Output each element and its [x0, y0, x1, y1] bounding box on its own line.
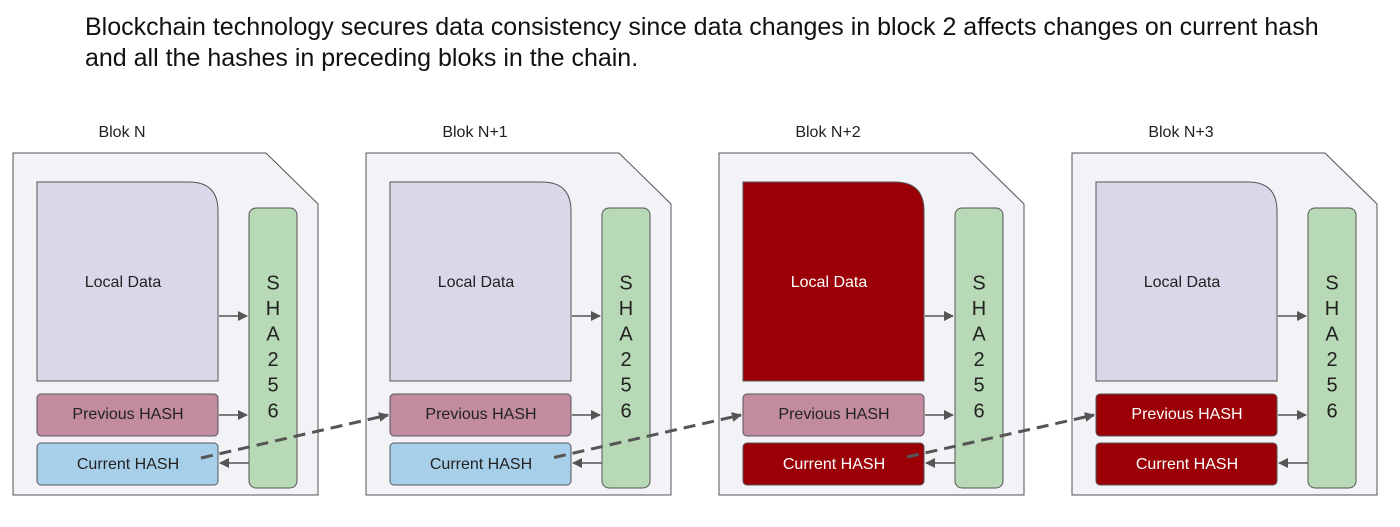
sha256-char: 5 [267, 375, 278, 397]
sha256-char: 2 [1326, 349, 1337, 371]
local-data-box [1095, 181, 1278, 382]
hash-link-arrow-2 [906, 412, 1095, 459]
sha256-char: 6 [267, 400, 278, 422]
sha256-char: S [1325, 272, 1338, 294]
sha256-char: S [266, 272, 279, 294]
sha256-char: 5 [973, 375, 984, 397]
sha256-char: 6 [973, 400, 984, 422]
local-data-box [389, 181, 572, 382]
block-title: Blok N [98, 124, 145, 141]
sha256-char: S [972, 272, 985, 294]
previous-hash-label: Previous HASH [425, 406, 536, 423]
caption: Blockchain technology secures data consi… [85, 13, 1319, 72]
hash-link-arrow-0 [200, 412, 389, 460]
local-data-box [36, 181, 219, 382]
sha256-char: 2 [973, 349, 984, 371]
sha256-char: A [619, 323, 633, 345]
sha256-char: 2 [620, 349, 631, 371]
previous-hash-label: Previous HASH [1131, 406, 1242, 423]
previous-hash-box [742, 393, 925, 437]
local-data-label: Local Data [85, 274, 162, 291]
current-hash-box [36, 442, 219, 486]
sha256-char: A [972, 323, 986, 345]
current-hash-label: Current HASH [783, 456, 885, 473]
previous-hash-label: Previous HASH [72, 406, 183, 423]
current-hash-box [389, 442, 572, 486]
previous-hash-box [1095, 393, 1278, 437]
sha256-char: H [1325, 298, 1339, 320]
sha256-char: 5 [1326, 375, 1337, 397]
sha256-char: 2 [267, 349, 278, 371]
sha256-char: 5 [620, 375, 631, 397]
sha256-box [1307, 207, 1357, 489]
block-title: Blok N+3 [1148, 124, 1213, 141]
previous-hash-box [389, 393, 572, 437]
sha256-char: S [619, 272, 632, 294]
previous-hash-box [36, 393, 219, 437]
local-data-box [742, 181, 925, 382]
current-hash-box [742, 442, 925, 486]
sha256-char: H [972, 298, 986, 320]
sha256-char: 6 [1326, 400, 1337, 422]
local-data-label: Local Data [791, 274, 868, 291]
sha256-box [954, 207, 1004, 489]
current-hash-box [1095, 442, 1278, 486]
block-title: Blok N+1 [442, 124, 507, 141]
block-title: Blok N+2 [795, 124, 860, 141]
local-data-label: Local Data [1144, 274, 1221, 291]
sha256-box [248, 207, 298, 489]
current-hash-label: Current HASH [1136, 456, 1238, 473]
hash-link-arrow-1 [553, 412, 742, 459]
sha256-char: H [266, 298, 280, 320]
sha256-box [601, 207, 651, 489]
sha256-char: A [1325, 323, 1339, 345]
sha256-char: 6 [620, 400, 631, 422]
sha256-char: A [266, 323, 280, 345]
sha256-char: H [619, 298, 633, 320]
local-data-label: Local Data [438, 274, 515, 291]
current-hash-label: Current HASH [430, 456, 532, 473]
current-hash-label: Current HASH [77, 456, 179, 473]
previous-hash-label: Previous HASH [778, 406, 889, 423]
